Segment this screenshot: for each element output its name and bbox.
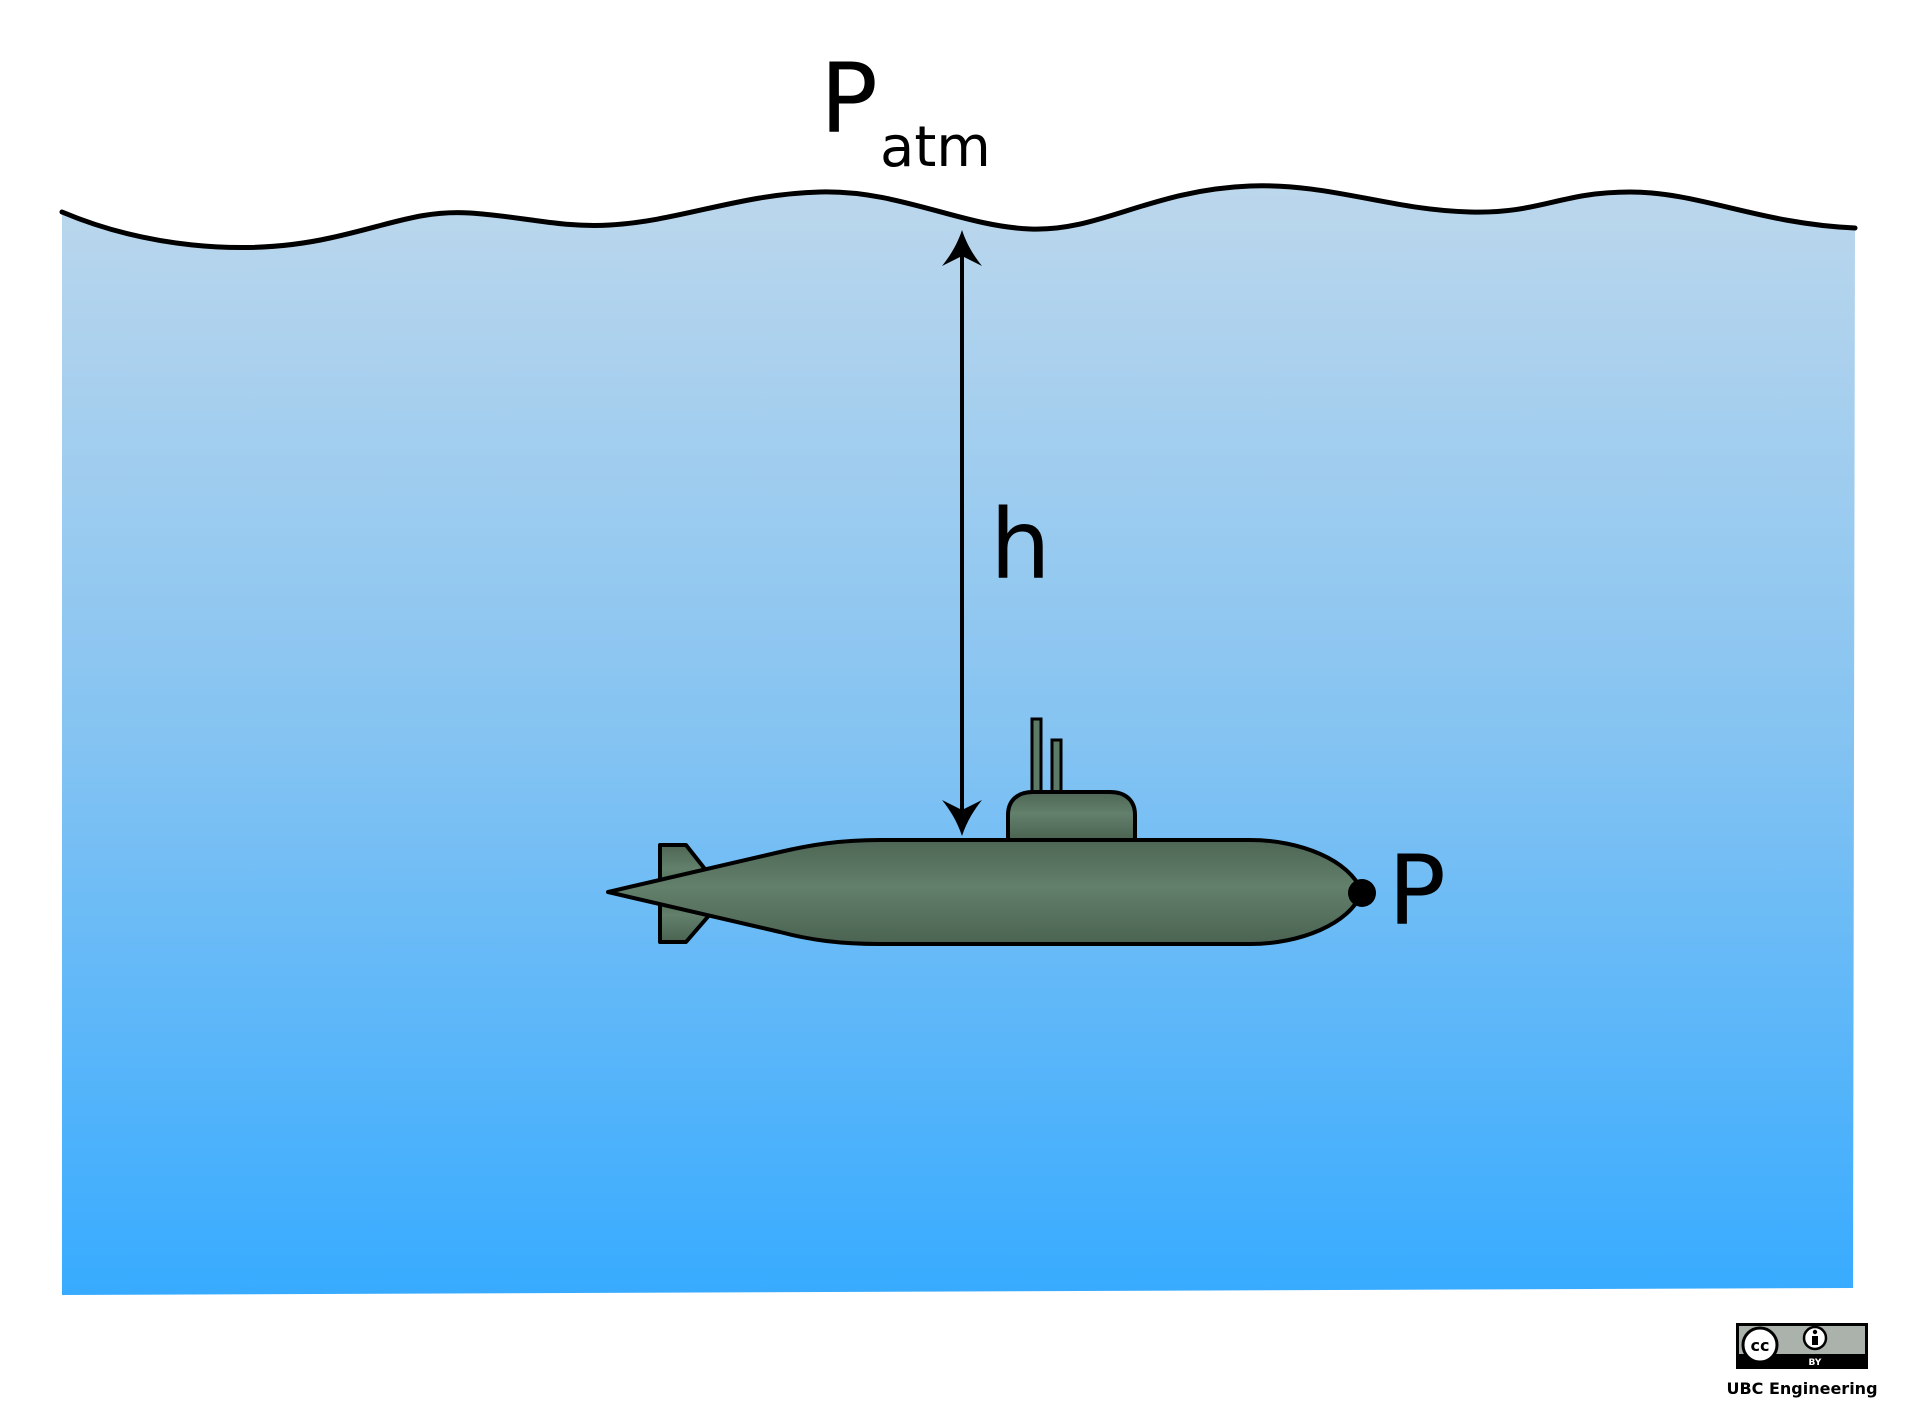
label-point-p: P (1388, 835, 1446, 947)
cc-by-license-badge: cc BY (1736, 1323, 1868, 1369)
attribution-text: UBC Engineering (1726, 1379, 1877, 1398)
submarine-periscope-1 (1030, 717, 1043, 795)
point-p-marker (1348, 879, 1376, 907)
creative-commons-icon: cc (1741, 1326, 1779, 1364)
arrow-head-down-icon (942, 800, 982, 836)
submarine (606, 717, 1364, 946)
water-surface-line (59, 183, 1858, 250)
label-depth-h: h (990, 489, 1051, 601)
water-body (62, 185, 1855, 1296)
svg-text:cc: cc (1751, 1336, 1770, 1355)
label-p-atm: P (820, 43, 878, 155)
attribution-person-icon (1802, 1325, 1828, 1351)
by-label: BY (1809, 1358, 1822, 1368)
depth-arrow (942, 230, 982, 836)
label-p-atm-subscript: atm (880, 115, 991, 180)
arrow-head-up-icon (942, 230, 982, 266)
submarine-periscope-2 (1050, 738, 1063, 795)
submarine-conning-tower (1006, 790, 1137, 842)
